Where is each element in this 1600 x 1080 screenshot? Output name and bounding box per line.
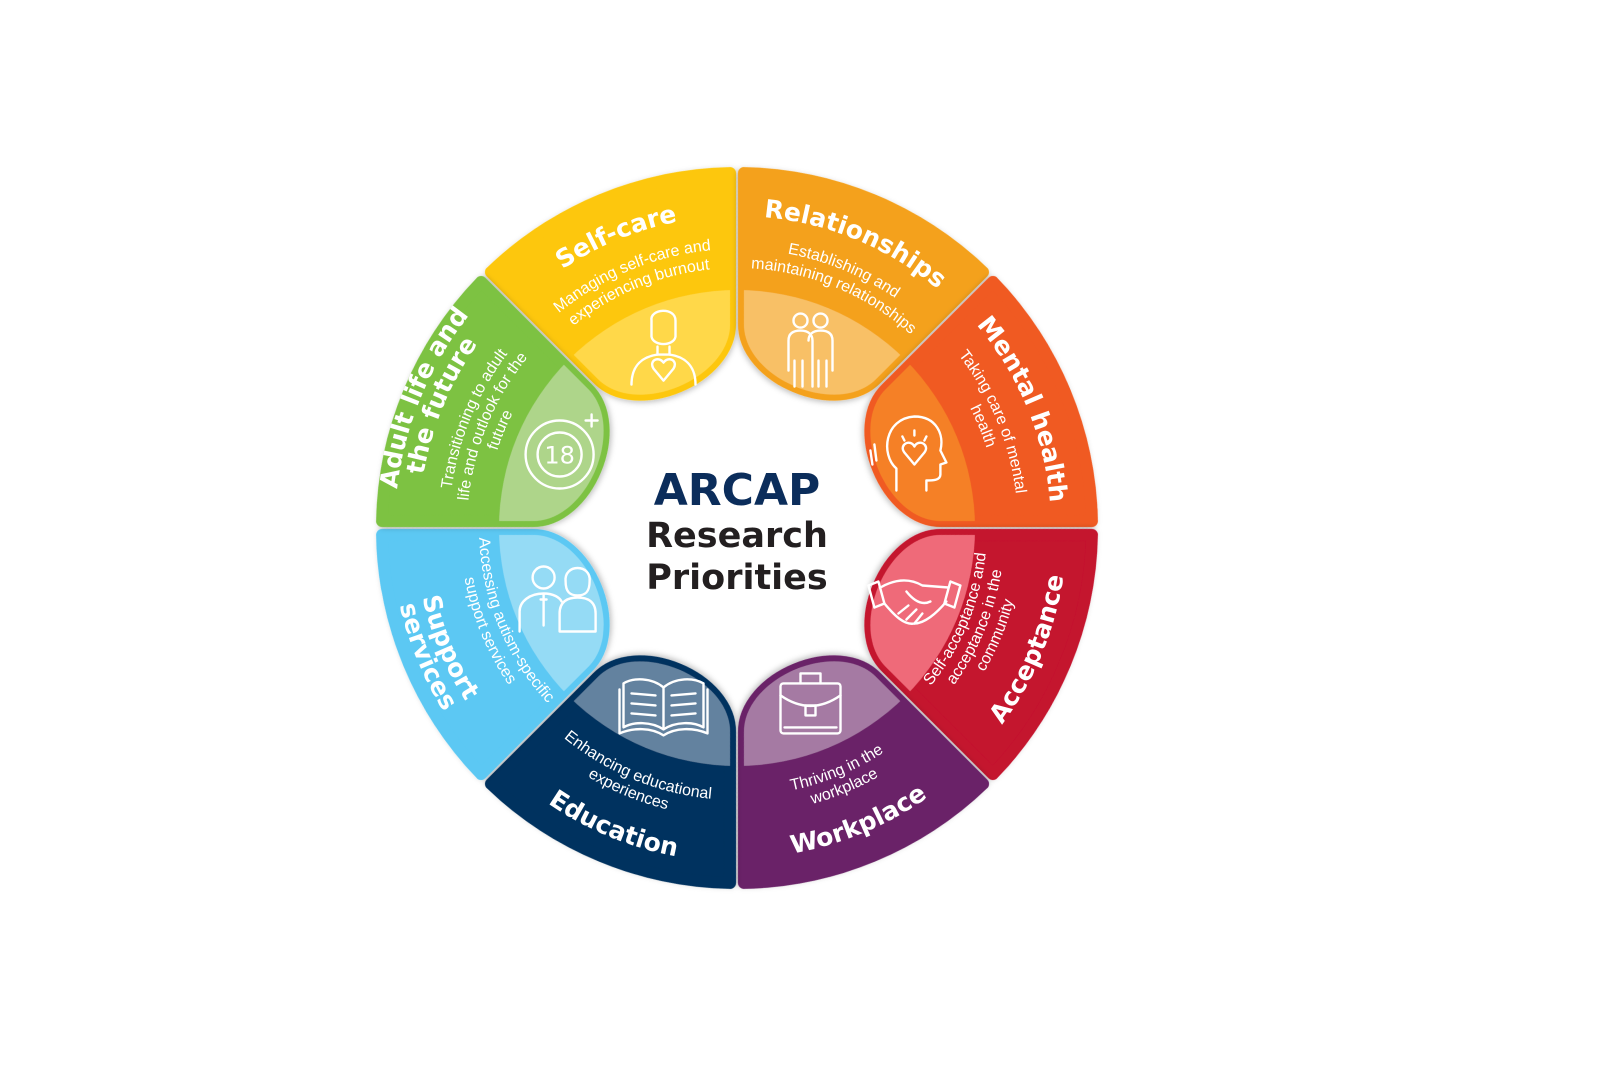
segment-icons: 18	[518, 309, 962, 737]
man-woman-icon	[518, 565, 597, 633]
briefcase-icon	[779, 672, 842, 735]
person-heart-icon	[630, 309, 697, 386]
center-acronym: ARCAP	[654, 465, 821, 516]
center-line-research: Research	[646, 516, 828, 556]
eighteen-plus-icon: 18	[524, 413, 599, 490]
eighteen-label: 18	[544, 442, 575, 470]
head-heart-icon	[869, 415, 948, 492]
center-title: ARCAP Research Priorities	[646, 465, 828, 598]
open-book-icon	[618, 678, 709, 737]
two-people-icon	[787, 312, 834, 388]
center-line-priorities: Priorities	[646, 558, 828, 598]
handshake-icon	[867, 579, 962, 625]
